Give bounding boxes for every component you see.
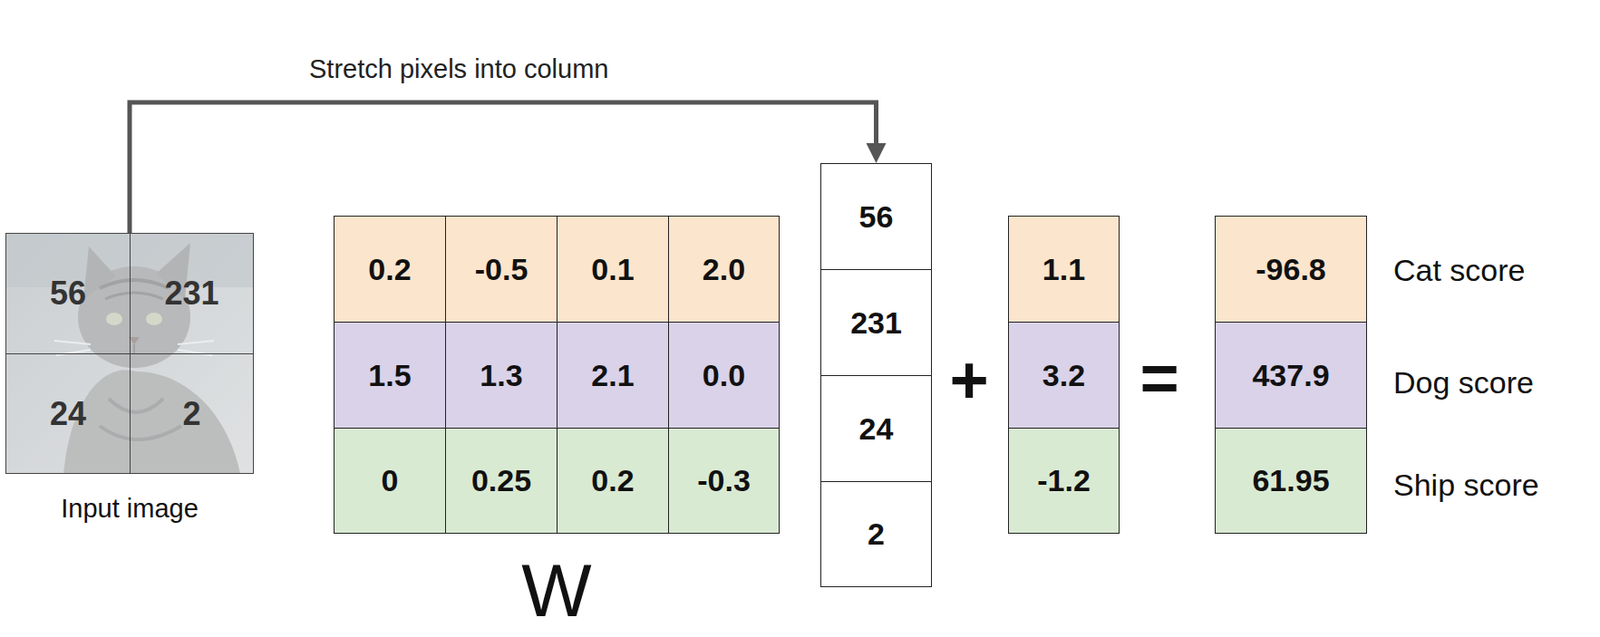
- matrix-cell: 1.1: [1008, 215, 1120, 323]
- class-label: Ship score: [1393, 469, 1540, 501]
- matrix-cell: 0: [333, 427, 447, 534]
- cell-value: 231: [850, 305, 902, 341]
- equals-sign: =: [1139, 345, 1179, 413]
- caption-text: W: [521, 553, 592, 629]
- matrix-cell: 0.25: [445, 427, 558, 534]
- cell-value: -0.3: [697, 463, 751, 499]
- cell-value: 0.1: [591, 252, 634, 288]
- matrix-cell: 0.2: [333, 215, 447, 323]
- matrix-cell: 437.9: [1214, 321, 1368, 429]
- cell-value: -0.5: [475, 252, 529, 288]
- cell-value: 61.95: [1251, 463, 1329, 499]
- matrix-cell: -96.8: [1214, 215, 1368, 323]
- matrix-cell: 56: [5, 232, 131, 355]
- arrow-head: [866, 143, 887, 164]
- matrix-cell: 1.3: [445, 321, 558, 429]
- matrix-cell: 24: [820, 375, 932, 483]
- matrix-cell: 3.2: [1008, 321, 1120, 429]
- matrix-cell: -1.2: [1008, 427, 1120, 534]
- cell-value: 56: [859, 199, 894, 235]
- matrix-cell: 1.5: [333, 321, 447, 429]
- cell-value: 24: [49, 395, 87, 434]
- pixel-column: 56 231 24 2: [820, 163, 932, 588]
- cell-value: -96.8: [1255, 252, 1327, 288]
- bias-vector: 1.1 3.2 -1.2: [1008, 215, 1120, 534]
- matrix-cell: 2: [820, 481, 932, 588]
- matrix-cell: -0.3: [668, 427, 780, 534]
- matrix-cell: 0.0: [668, 321, 780, 429]
- connector-arrow: [129, 102, 887, 233]
- class-label: Cat score: [1393, 254, 1526, 286]
- edge-label: Stretch pixels into column: [309, 55, 609, 85]
- cell-value: -1.2: [1037, 463, 1091, 499]
- weight-matrix: 0.2-0.50.12.01.51.32.10.000.250.2-0.3W: [333, 215, 780, 534]
- matrix-cell: 61.95: [1214, 427, 1368, 534]
- matrix-cell: 231: [129, 232, 254, 355]
- cell-value: 24: [859, 411, 894, 447]
- matrix-cell: 0.1: [556, 215, 670, 323]
- cell-value: 1.5: [368, 358, 411, 394]
- matrix-cell: 2.0: [668, 215, 780, 323]
- cell-value: 0.2: [368, 252, 411, 288]
- caption-text: Input image: [60, 495, 199, 523]
- score-vector: -96.8 437.9 61.95: [1214, 215, 1368, 534]
- matrix-cell: 24: [5, 353, 131, 475]
- cell-value: 0.2: [591, 463, 634, 499]
- cell-value: 437.9: [1251, 358, 1329, 394]
- cell-value: 2: [867, 516, 885, 553]
- cell-value: 1.1: [1042, 252, 1086, 288]
- plus-sign: +: [949, 347, 989, 415]
- cell-value: 1.3: [479, 358, 523, 394]
- matrix-cell: 56: [820, 163, 932, 271]
- cell-value: 0: [381, 463, 399, 499]
- cell-value: 3.2: [1042, 358, 1086, 394]
- cell-value: 0.25: [471, 463, 532, 499]
- cell-value: 2.1: [591, 358, 634, 394]
- matrix-cell: 0.2: [556, 427, 670, 534]
- cell-value: 231: [164, 274, 219, 313]
- cell-value: 2.0: [702, 252, 746, 288]
- matrix-cell: 231: [820, 269, 932, 377]
- class-label: Dog score: [1393, 367, 1534, 398]
- connector-line: [129, 102, 877, 233]
- input-image: 56231242Input image: [5, 232, 254, 475]
- matrix-cell: 2.1: [556, 321, 670, 429]
- cell-value: 0.0: [702, 358, 746, 394]
- matrix-cell: -0.5: [445, 215, 558, 323]
- matrix-cell: 2: [129, 353, 254, 475]
- cell-value: 56: [49, 274, 87, 313]
- cell-value: 2: [182, 395, 201, 434]
